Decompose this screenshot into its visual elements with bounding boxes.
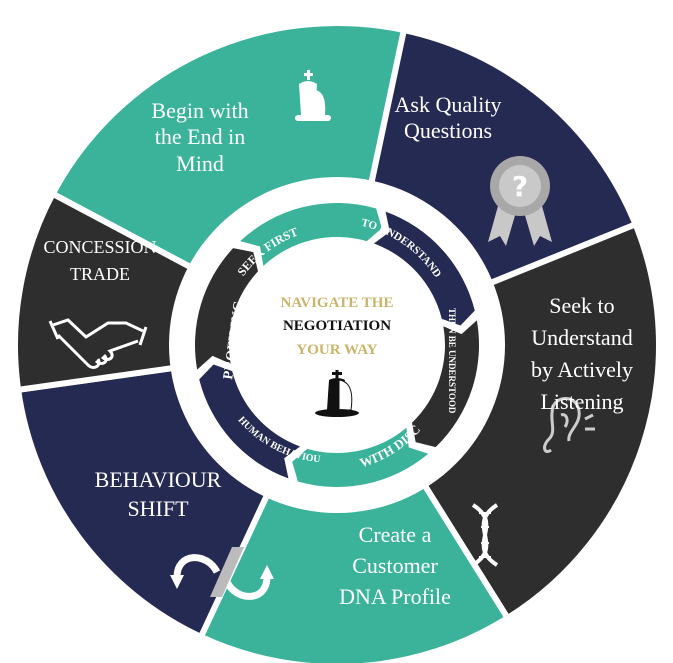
- segment-line: Ask Quality: [394, 92, 502, 117]
- inner-label-then-be-understood: THEN BE UNDERSTOOD: [447, 308, 457, 414]
- center-chess-icon: [315, 370, 359, 417]
- segment-customer-dna: Create a Customer DNA Profile: [315, 520, 475, 612]
- segment-line: Understand: [531, 324, 633, 350]
- inner-arrow-segment: [373, 211, 475, 326]
- center-disc: [233, 241, 441, 449]
- segment-line: TRADE: [70, 264, 130, 284]
- segment-line: SHIFT: [127, 495, 189, 521]
- svg-text:?: ?: [512, 170, 528, 203]
- segment-line: Customer: [352, 552, 438, 578]
- segment-line: Questions: [404, 118, 492, 144]
- inner-arrow-segment: [195, 248, 259, 370]
- segment-line: Mind: [176, 150, 224, 176]
- inner-arrow-segment: [199, 364, 301, 479]
- inner-arrow-segment: [292, 427, 429, 487]
- handshake-icon: [48, 318, 148, 369]
- center-line-1: NAVIGATE THE: [280, 295, 394, 311]
- segment-behaviour-shift: BEHAVIOUR SHIFT: [78, 466, 238, 523]
- center-title: NAVIGATE THE NEGOTIATION YOUR WAY: [237, 292, 437, 362]
- center-line-3: YOUR WAY: [296, 341, 378, 358]
- inner-arrow-segment: [412, 320, 480, 448]
- segment-ask-quality-questions: Ask Quality Questions: [378, 92, 518, 145]
- cycle-arrows-icon: [170, 547, 274, 600]
- center-line-2: NEGOTIATION: [282, 318, 392, 335]
- inner-arrow-segment: [240, 202, 382, 267]
- segment-concession-trade: CONCESSION TRADE: [20, 234, 180, 288]
- segment-line: Seek to: [549, 293, 615, 318]
- chess-icon: [295, 70, 331, 121]
- segment-line: DNA Profile: [339, 583, 451, 609]
- dna-icon: [471, 503, 499, 567]
- segment-line: Create a: [358, 522, 432, 547]
- segment-line: BEHAVIOUR: [94, 467, 222, 492]
- segment-line: the End in: [154, 124, 246, 150]
- question-award-ribbon-icon: ?: [488, 156, 552, 246]
- segment-seek-to-understand: Seek to Understand by Actively Listening: [512, 290, 652, 418]
- ear-icon: [543, 397, 595, 454]
- segment-line: by Actively: [530, 356, 634, 382]
- segment-line: Listening: [540, 388, 624, 414]
- segment-line: Begin with: [151, 98, 249, 123]
- segment-begin-with-end: Begin with the End in Mind: [130, 98, 270, 177]
- segment-line: CONCESSION: [43, 237, 157, 257]
